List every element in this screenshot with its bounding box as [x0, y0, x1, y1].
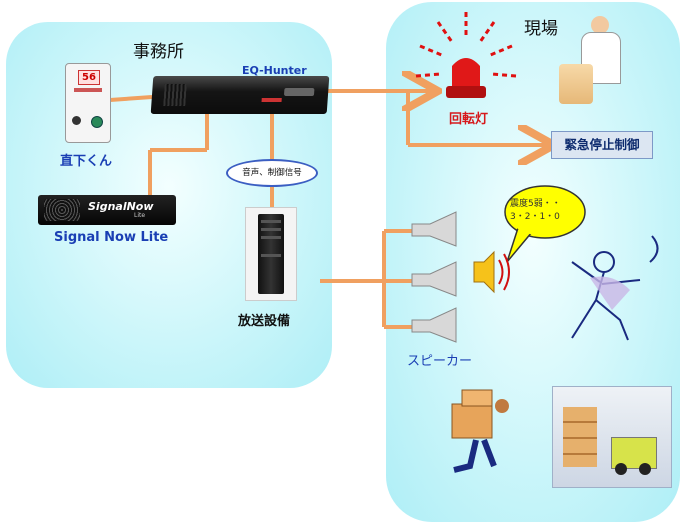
eq-hunter-label: EQ-Hunter	[242, 64, 307, 77]
speech-line-1: 震度5弱・・	[510, 199, 561, 209]
broadcast-label: 放送設備	[238, 314, 291, 329]
speech-line-2: 3・2・1・0	[510, 212, 560, 222]
chokka-connector	[109, 95, 153, 102]
speech-bubble: 震度5弱・・ 3・2・1・0	[510, 198, 582, 224]
broadcast-rack	[245, 207, 297, 301]
worker-illustration	[555, 12, 631, 112]
forklift-illustration	[552, 386, 672, 488]
chokka-display: 56	[78, 70, 100, 85]
button-icon	[91, 116, 103, 128]
emergency-stop-button[interactable]: 緊急停止制御	[551, 131, 653, 159]
chokka-label: 直下くん	[60, 154, 113, 169]
signal-label: 音声、制御信号	[242, 168, 302, 178]
speaker-label: スピーカー	[407, 354, 473, 369]
rotating-light-label: 回転灯	[449, 112, 489, 127]
field-title: 現場	[524, 19, 558, 39]
signal-now-device: SignalNow Lite	[38, 195, 176, 225]
signal-now-logo: SignalNow	[88, 200, 154, 213]
signal-oval: 音声、制御信号	[226, 159, 318, 187]
speaker-sound-icon	[473, 250, 510, 294]
office-title: 事務所	[133, 42, 184, 62]
power-icon	[72, 116, 81, 125]
chokka-device: 56	[65, 63, 111, 143]
signal-now-label: Signal Now Lite	[54, 230, 169, 245]
